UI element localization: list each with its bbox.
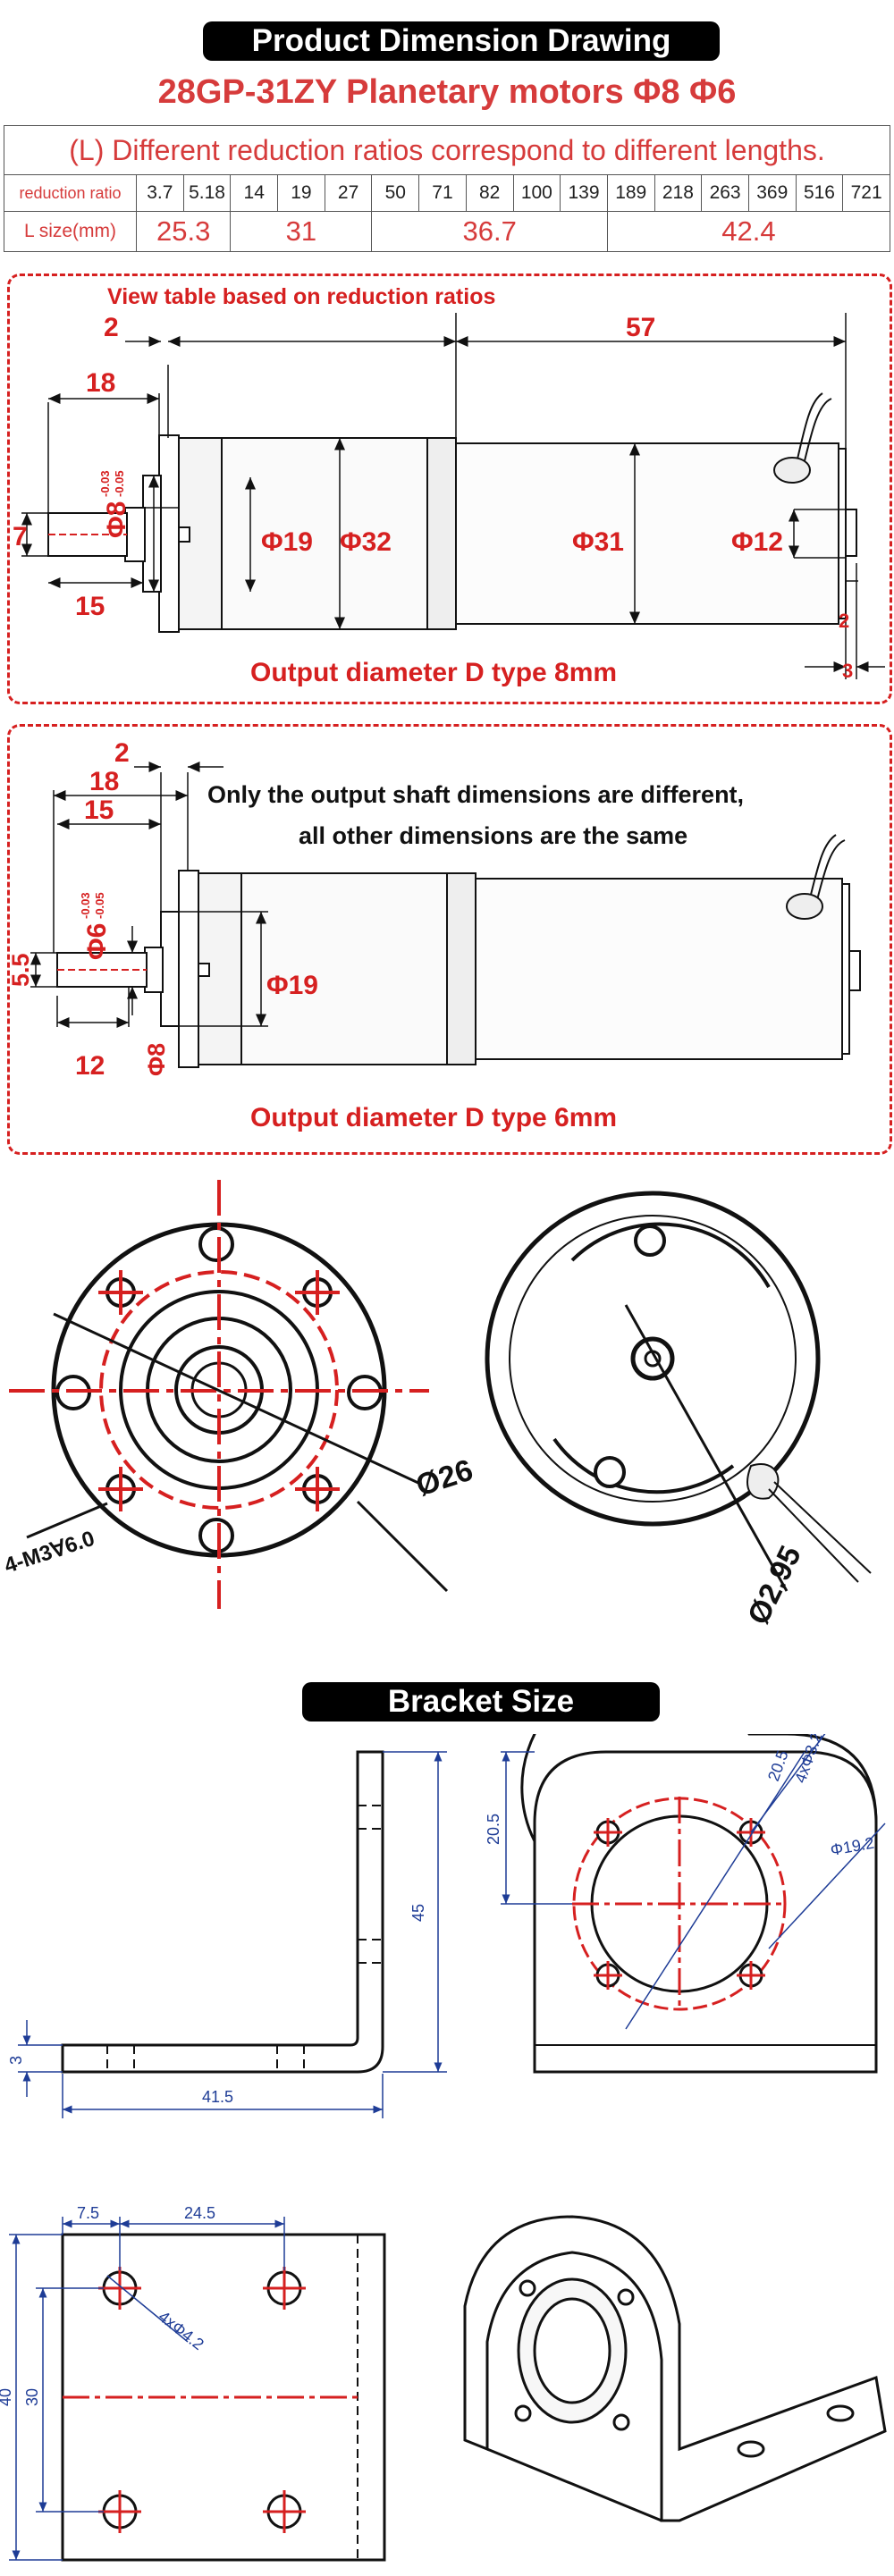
- bracket-drawings: 45 41.5 3 20.5: [0, 1734, 887, 2562]
- front-pcd-label: Ø26: [412, 1453, 477, 1503]
- lsize-cell: 31: [230, 211, 373, 252]
- ratio-cell: 516: [795, 174, 844, 212]
- ratio-cell: 263: [701, 174, 749, 212]
- ratio-table-note: (L) Different reduction ratios correspon…: [4, 125, 890, 175]
- ratio-cell: 19: [277, 174, 325, 212]
- d8-dim-7: 7: [13, 522, 28, 551]
- d8-caption: Output diameter D type 8mm: [250, 658, 617, 687]
- bracket-front-view: 20.5 20.5 4xΦ3.2 Φ19.2: [485, 1734, 886, 2074]
- lsize-row-label: L size(mm): [4, 211, 137, 252]
- bracket-base-view: 7.5 24.5 40 30 4xΦ4.2: [0, 2204, 386, 2562]
- d8-dim-phi32: Φ32: [340, 527, 392, 557]
- bracket-side-height: 45: [409, 1904, 427, 1922]
- ratio-cell: 50: [371, 174, 420, 212]
- bracket-title-pill: Bracket Size: [302, 1682, 660, 1722]
- ratio-cell: 369: [747, 174, 797, 212]
- d6-dim-phi8: Φ8: [143, 1043, 170, 1076]
- d8-motor-drawing: View table based on reduction ratios 2 5…: [13, 284, 885, 687]
- d8-dim-57: 57: [626, 313, 655, 342]
- d8-dim-phi31: Φ31: [572, 527, 624, 557]
- d6-dim-phi6: Φ6: [82, 923, 112, 960]
- ratio-cell: 27: [324, 174, 373, 212]
- d6-dim-2: 2: [114, 738, 130, 768]
- d6-dim-5-5: 5.5: [7, 953, 34, 987]
- ratio-cell: 189: [606, 174, 655, 212]
- d8-note: View table based on reduction ratios: [107, 284, 495, 309]
- d6-phi6-tol-upper: -0.03: [79, 892, 92, 919]
- lsize-cell: 25.3: [135, 211, 232, 252]
- end-views-drawing: Ø26 4-M3∀6.0 Ø2.95: [2, 1180, 872, 1630]
- ratio-cell: 5.18: [182, 174, 232, 212]
- d8-dim-2: 2: [104, 313, 119, 342]
- d8-dim-phi12: Φ12: [731, 527, 783, 557]
- ratio-cell: 3.7: [136, 174, 184, 212]
- lsize-cell: 42.4: [606, 211, 891, 252]
- bracket-base-height: 40: [0, 2388, 14, 2406]
- lsize-cell: 36.7: [371, 211, 608, 252]
- bracket-side-thickness: 3: [7, 2056, 25, 2065]
- d6-phi6-tol-lower: -0.05: [93, 892, 106, 919]
- ratio-cell: 71: [418, 174, 467, 212]
- bracket-base-x-spacing: 24.5: [184, 2204, 215, 2222]
- front-end-view: Ø26 4-M3∀6.0: [2, 1180, 477, 1609]
- rear-end-view: Ø2.95: [485, 1191, 872, 1630]
- d6-dim-phi19: Φ19: [266, 971, 318, 1000]
- ratio-cell: 14: [230, 174, 279, 212]
- d8-dim-phi8: Φ8: [102, 501, 131, 538]
- bracket-title: Bracket Size: [387, 1684, 575, 1719]
- d6-motor-drawing: Only the output shaft dimensions are dif…: [7, 738, 861, 1132]
- d6-dim-12: 12: [75, 1051, 105, 1081]
- reduction-ratio-table: (L) Different reduction ratios correspon…: [4, 125, 891, 252]
- front-holes-label: 4-M3∀6.0: [2, 1527, 98, 1578]
- ratio-cell: 218: [654, 174, 703, 212]
- header-title-pill: Product Dimension Drawing: [203, 21, 720, 61]
- d8-dim-right-2: 2: [839, 610, 849, 632]
- d6-dim-15: 15: [84, 796, 114, 825]
- d6-note-line2: all other dimensions are the same: [299, 822, 687, 849]
- ratio-cell: 82: [465, 174, 514, 212]
- ratio-cell: 721: [842, 174, 890, 212]
- ratio-cell: 139: [560, 174, 608, 212]
- d8-dim-right-3: 3: [842, 660, 853, 682]
- d8-phi8-tol-lower: -0.05: [113, 470, 126, 497]
- product-subtitle: 28GP-31ZY Planetary motors Φ8 Φ6: [157, 73, 737, 111]
- bracket-side-length: 41.5: [202, 2088, 233, 2106]
- d6-caption: Output diameter D type 6mm: [250, 1103, 617, 1132]
- bracket-front-top-offset: 20.5: [485, 1814, 502, 1845]
- ratio-cell: 100: [512, 174, 561, 212]
- ratio-row-label: reduction ratio: [4, 174, 137, 212]
- d6-note-line1: Only the output shaft dimensions are dif…: [207, 781, 744, 808]
- rear-pcd-label: Ø2.95: [741, 1541, 808, 1630]
- d8-phi8-tol-upper: -0.03: [98, 470, 112, 497]
- bracket-base-x-offset: 7.5: [77, 2204, 99, 2222]
- d8-dim-15: 15: [75, 592, 105, 621]
- d6-dim-18: 18: [89, 767, 119, 796]
- page-title: Product Dimension Drawing: [251, 23, 671, 58]
- d6-drawing-frame: [7, 724, 892, 1155]
- bracket-isometric-view: [463, 2215, 887, 2522]
- d8-drawing-frame: [7, 274, 892, 704]
- d8-dim-phi19: Φ19: [261, 527, 313, 557]
- bracket-side-view: [61, 1750, 384, 2074]
- d8-dim-18: 18: [86, 368, 115, 398]
- bracket-base-y-spacing: 30: [23, 2388, 41, 2406]
